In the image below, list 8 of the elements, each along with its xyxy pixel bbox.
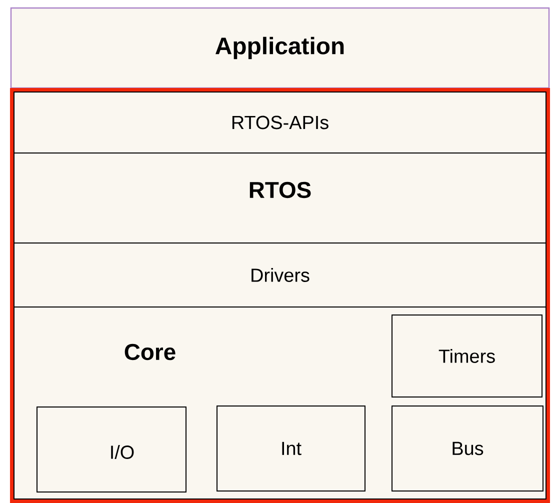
rtos-layer: RTOS — [14, 152, 546, 244]
drivers-layer: Drivers — [14, 242, 546, 308]
application-layer: Application — [10, 7, 550, 89]
component-box: Timers — [392, 314, 542, 398]
component-box: Int — [216, 406, 366, 492]
component-box: I/O — [36, 406, 186, 492]
component-box: Bus — [392, 406, 544, 492]
api-layer: RTOS-APIs — [14, 92, 546, 154]
